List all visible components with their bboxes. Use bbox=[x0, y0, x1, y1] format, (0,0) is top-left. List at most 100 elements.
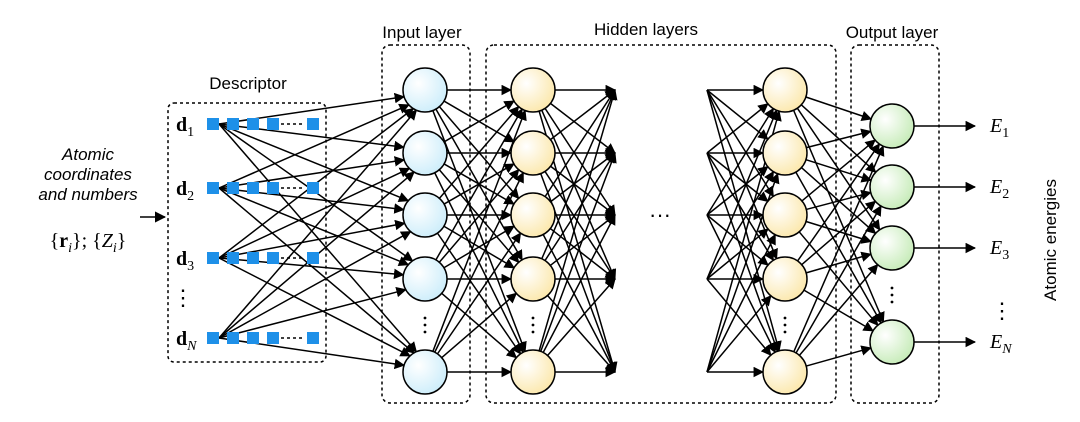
hidden-node-last bbox=[762, 67, 808, 113]
layer-connection-line bbox=[796, 143, 881, 262]
hidden-last-vdots bbox=[783, 316, 787, 320]
hidden-out-line bbox=[546, 278, 616, 356]
input-symbols: {ri}; {Zi} bbox=[50, 230, 127, 256]
energy-label: EN bbox=[989, 331, 1012, 357]
hidden-out-line bbox=[550, 165, 616, 216]
input-node bbox=[402, 130, 448, 176]
hidden-ellipsis: ··· bbox=[649, 202, 671, 227]
layer-connection-line bbox=[434, 171, 524, 353]
hidden-out-line bbox=[550, 152, 616, 203]
hidden-in-line bbox=[706, 89, 774, 198]
descriptor-square bbox=[247, 252, 259, 264]
descriptor-to-input-line bbox=[218, 103, 410, 189]
connections bbox=[218, 84, 977, 378]
hidden-out-line bbox=[541, 109, 617, 280]
hidden-node-last bbox=[762, 130, 808, 176]
hidden-out-line bbox=[544, 107, 616, 216]
descriptor-square bbox=[227, 332, 239, 344]
hidden-first-vdots bbox=[531, 316, 535, 320]
layer-connection-line bbox=[801, 139, 876, 202]
input-vdots bbox=[423, 323, 427, 327]
descriptor-square bbox=[227, 252, 239, 264]
hidden-layers-label: Hidden layers bbox=[594, 20, 698, 39]
hidden-in-line bbox=[706, 89, 778, 260]
hidden-in-line bbox=[706, 214, 776, 354]
descriptor-square bbox=[307, 118, 319, 130]
hidden-first-vdots bbox=[531, 330, 535, 334]
output-vdots: ⋮ bbox=[991, 298, 1013, 323]
layer-connection-line bbox=[432, 109, 527, 352]
layer-connection-line bbox=[801, 200, 877, 266]
layer-connection-line bbox=[805, 96, 873, 121]
output-node bbox=[869, 164, 915, 210]
hidden-node-last bbox=[762, 349, 808, 395]
hidden-out-line bbox=[549, 89, 616, 141]
hidden-in-line bbox=[706, 107, 774, 216]
hidden-in-line bbox=[706, 89, 769, 140]
input-text-line-3: and numbers bbox=[38, 185, 138, 204]
layer-connection-line bbox=[805, 220, 872, 244]
layer-connection-line bbox=[805, 251, 872, 274]
layer-connection-line bbox=[796, 107, 881, 231]
hidden-layers-box bbox=[485, 44, 837, 404]
descriptor-to-input-line bbox=[218, 123, 410, 202]
layer-connection-line bbox=[793, 145, 885, 353]
descriptor-square bbox=[247, 118, 259, 130]
input-node bbox=[402, 67, 448, 113]
descriptor-square bbox=[307, 332, 319, 344]
energy-label: E3 bbox=[989, 237, 1009, 263]
layer-frames: Input layer Hidden layers Output layer ·… bbox=[381, 20, 940, 404]
hidden-in-line bbox=[706, 103, 769, 154]
hidden-node-first bbox=[510, 130, 556, 176]
layer-connection-line bbox=[792, 109, 885, 323]
output-layer-label: Output layer bbox=[846, 23, 939, 42]
hidden-first-vdots bbox=[531, 323, 535, 327]
hidden-in-line bbox=[706, 295, 772, 373]
hidden-node-first bbox=[510, 67, 556, 113]
descriptor-to-input-line bbox=[218, 123, 418, 353]
atomic-energies-label: Atomic energies bbox=[1041, 179, 1060, 301]
descriptor-square bbox=[267, 332, 279, 344]
descriptor-square bbox=[267, 182, 279, 194]
layer-connection-line bbox=[441, 292, 518, 359]
descriptor-square bbox=[307, 252, 319, 264]
descriptor-square bbox=[207, 182, 219, 194]
hidden-node-last bbox=[762, 256, 808, 302]
hidden-node-first bbox=[510, 192, 556, 238]
descriptor-square bbox=[267, 118, 279, 130]
descriptor-label: Descriptor bbox=[209, 74, 287, 93]
output-layer-box bbox=[850, 44, 940, 404]
input-layer-box bbox=[381, 44, 471, 404]
layer-connection-line bbox=[435, 108, 523, 261]
hidden-out-line bbox=[538, 88, 618, 352]
descriptor-square bbox=[207, 252, 219, 264]
hidden-last-vdots bbox=[783, 323, 787, 327]
layer-connection-line bbox=[798, 263, 879, 356]
input-layer-label: Input layer bbox=[382, 23, 462, 42]
input-vdots bbox=[423, 330, 427, 334]
hidden-in-line bbox=[706, 152, 775, 262]
descriptor-square bbox=[207, 118, 219, 130]
descriptor-square bbox=[247, 182, 259, 194]
hidden-out-line bbox=[544, 171, 616, 280]
hidden-node-first bbox=[510, 349, 556, 395]
hidden-out-line bbox=[546, 295, 616, 373]
descriptor-to-input-line bbox=[218, 187, 410, 266]
layer-connection-line bbox=[805, 345, 872, 367]
descriptor-to-input-line bbox=[218, 187, 415, 354]
descriptor-square bbox=[207, 332, 219, 344]
descriptor-box bbox=[167, 102, 327, 363]
output-node-vdots bbox=[890, 286, 894, 290]
hidden-in-line bbox=[706, 166, 769, 216]
output-node bbox=[869, 103, 915, 149]
input-vdots bbox=[423, 316, 427, 320]
output-node-vdots bbox=[890, 300, 894, 304]
descriptor-row-label: dN bbox=[176, 328, 197, 354]
energy-label: E1 bbox=[989, 115, 1009, 141]
input-text-line-2: coordinates bbox=[44, 165, 132, 184]
output-node-vdots bbox=[890, 293, 894, 297]
layer-connection-line bbox=[436, 232, 522, 355]
descriptor-square bbox=[227, 118, 239, 130]
